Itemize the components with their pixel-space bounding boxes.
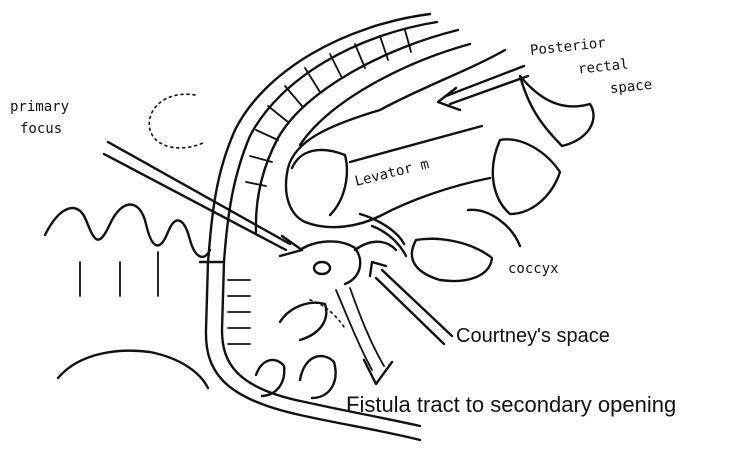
label-focus: focus	[20, 122, 62, 136]
label-space: space	[609, 78, 652, 96]
buttock-curve	[58, 351, 208, 388]
label-courtneys-space: Courtney's space	[456, 326, 610, 346]
coccyx-bones	[412, 76, 594, 281]
primary-focus-pointer	[104, 142, 302, 256]
sphincter-structures	[200, 214, 406, 398]
dotted-outline	[149, 94, 205, 148]
courtneys-space-arrow	[370, 262, 452, 344]
label-fistula-tract: Fistula tract to secondary opening	[346, 394, 676, 416]
label-coccyx: coccyx	[508, 262, 559, 276]
label-primary: primary	[10, 100, 69, 114]
wavy-skin	[45, 205, 210, 297]
anal-canal-hatching	[228, 280, 250, 344]
levator-muscle	[286, 50, 505, 227]
posterior-rectal-space-arrow	[438, 66, 528, 110]
